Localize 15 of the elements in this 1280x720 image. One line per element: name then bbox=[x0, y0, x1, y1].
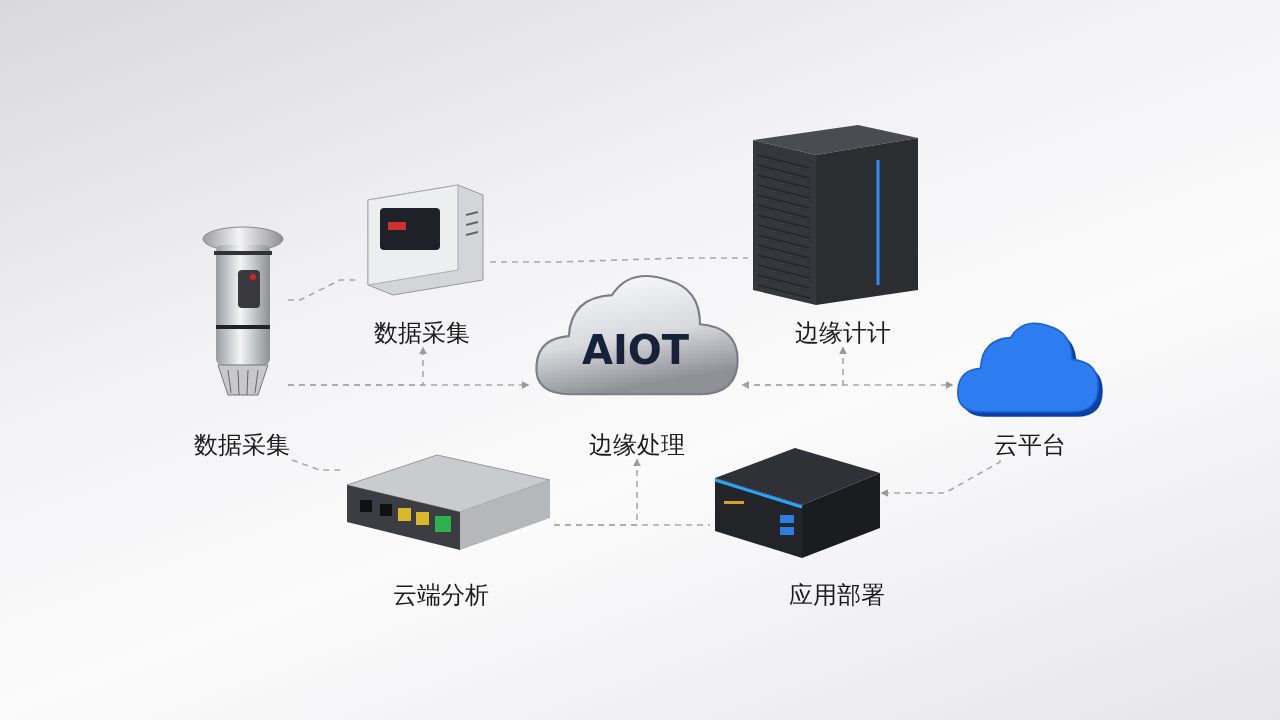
arrow bbox=[741, 381, 954, 389]
device-label: 边缘计计 bbox=[793, 318, 893, 348]
cloud-label: AIOT bbox=[580, 327, 691, 373]
arrow bbox=[287, 346, 427, 386]
device-label: 应用部署 bbox=[787, 580, 887, 610]
device-label: 云端分析 bbox=[391, 580, 491, 610]
arrow bbox=[880, 459, 1001, 497]
device-label: 数据采集 bbox=[192, 430, 292, 460]
device-label: 边缘处理 bbox=[587, 430, 687, 460]
arrow bbox=[553, 458, 641, 526]
device-label: 数据采集 bbox=[372, 318, 472, 348]
connector-line bbox=[489, 257, 749, 263]
connector-line bbox=[291, 459, 343, 471]
device-label: 云平台 bbox=[990, 430, 1070, 460]
arrow bbox=[742, 346, 847, 386]
